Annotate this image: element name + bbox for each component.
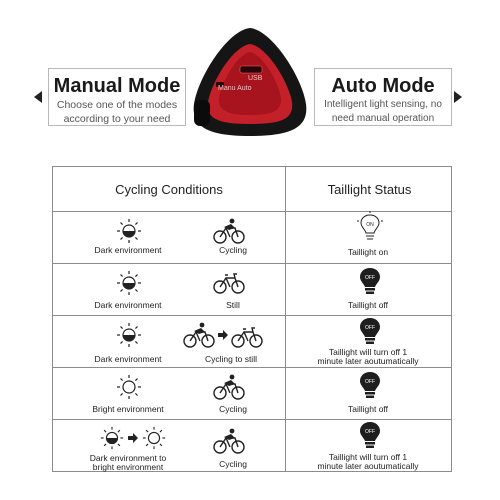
activity-label: Cycling (219, 459, 247, 469)
device-mode-label: Manu Auto (218, 85, 252, 92)
manual-mode-subtitle-line2: according to your need (63, 113, 171, 125)
activity-label: Still (226, 300, 240, 310)
environment-label: Dark environment (94, 354, 162, 364)
bulb-on-icon: ON (357, 211, 383, 240)
taillight-device-image: Manu Auto USB (188, 22, 312, 142)
environment-label-line1: Dark environment to (89, 453, 167, 463)
device-usb-label: USB (248, 75, 263, 82)
status-label-line1: Taillight will turn off 1 (328, 347, 408, 357)
right-arrow-icon (454, 91, 462, 103)
bulb-off-text: OFF (365, 429, 375, 435)
conditions-table: Cycling Conditions Taillight Status Dark… (52, 166, 452, 472)
bulb-off-icon: OFF (360, 372, 380, 398)
bulb-off-text: OFF (365, 275, 375, 281)
dark-sun-icon (100, 426, 124, 450)
bulb-off-text: OFF (365, 379, 375, 385)
bulb-off-text: OFF (365, 325, 375, 331)
cyclist-icon (213, 374, 245, 400)
manual-mode-subtitle-line1: Choose one of the modes (56, 99, 178, 111)
environment-label-line2: bright environment (92, 462, 164, 472)
table-row: Dark environment Still OFF Taillight off (53, 263, 453, 315)
row-divider (53, 419, 451, 420)
environment-label: Dark environment (94, 300, 162, 310)
table-row: Dark environment Cycling to still OFF Ta… (53, 315, 453, 367)
activity-label: Cycling (219, 404, 247, 414)
activity-label: Cycling to still (205, 354, 257, 364)
activity-label: Cycling (219, 245, 247, 255)
bulb-off-icon: OFF (360, 268, 380, 294)
status-label-line2: minute later aoutumatically (317, 356, 419, 366)
header-cycling-conditions: Cycling Conditions (115, 181, 223, 197)
dark-sun-icon (117, 271, 141, 295)
column-divider (285, 167, 286, 471)
auto-mode-subtitle-line2: need manual operation (331, 113, 435, 124)
bulb-off-icon: OFF (360, 318, 380, 344)
cyclist-icon (213, 428, 245, 454)
row-divider (53, 315, 451, 316)
table-row: Dark environment to bright environment C… (53, 419, 453, 473)
auto-mode-subtitle-line1: Intelligent light sensing, no (324, 99, 442, 110)
environment-label: Bright environment (92, 404, 164, 414)
dark-sun-icon (117, 323, 141, 347)
bulb-off-icon: OFF (360, 422, 380, 448)
status-label: Taillight off (347, 404, 388, 414)
bulb-on-text: ON (366, 222, 374, 228)
row-divider (53, 367, 451, 368)
row-divider (53, 263, 451, 264)
cyclist-icon (213, 218, 245, 244)
arrow-right-icon (218, 330, 228, 340)
row-divider (53, 211, 451, 212)
table-row: Dark environment Cycling ON Taillight on (53, 211, 453, 263)
environment-label: Dark environment (94, 245, 162, 255)
manual-mode-box: Manual Mode Choose one of the modes acco… (48, 68, 186, 126)
auto-mode-box: Auto Mode Intelligent light sensing, no … (314, 68, 452, 126)
manual-mode-title: Manual Mode (53, 75, 181, 97)
status-label-line2: minute later aoutumatically (317, 461, 419, 471)
status-label-line1: Taillight will turn off 1 (328, 452, 408, 462)
status-label: Taillight on (347, 247, 389, 257)
bicycle-icon (231, 327, 263, 348)
table-row: Bright environment Cycling OFF Taillight… (53, 367, 453, 419)
bicycle-icon (213, 273, 245, 294)
header-taillight-status: Taillight Status (327, 181, 412, 197)
left-arrow-icon (34, 91, 42, 103)
bright-sun-icon (142, 426, 166, 450)
cyclist-icon (183, 322, 215, 348)
auto-mode-title: Auto Mode (331, 75, 435, 97)
bright-sun-icon (117, 375, 141, 399)
dark-sun-icon (117, 219, 141, 243)
arrow-right-icon (128, 433, 138, 443)
status-label: Taillight off (347, 300, 388, 310)
